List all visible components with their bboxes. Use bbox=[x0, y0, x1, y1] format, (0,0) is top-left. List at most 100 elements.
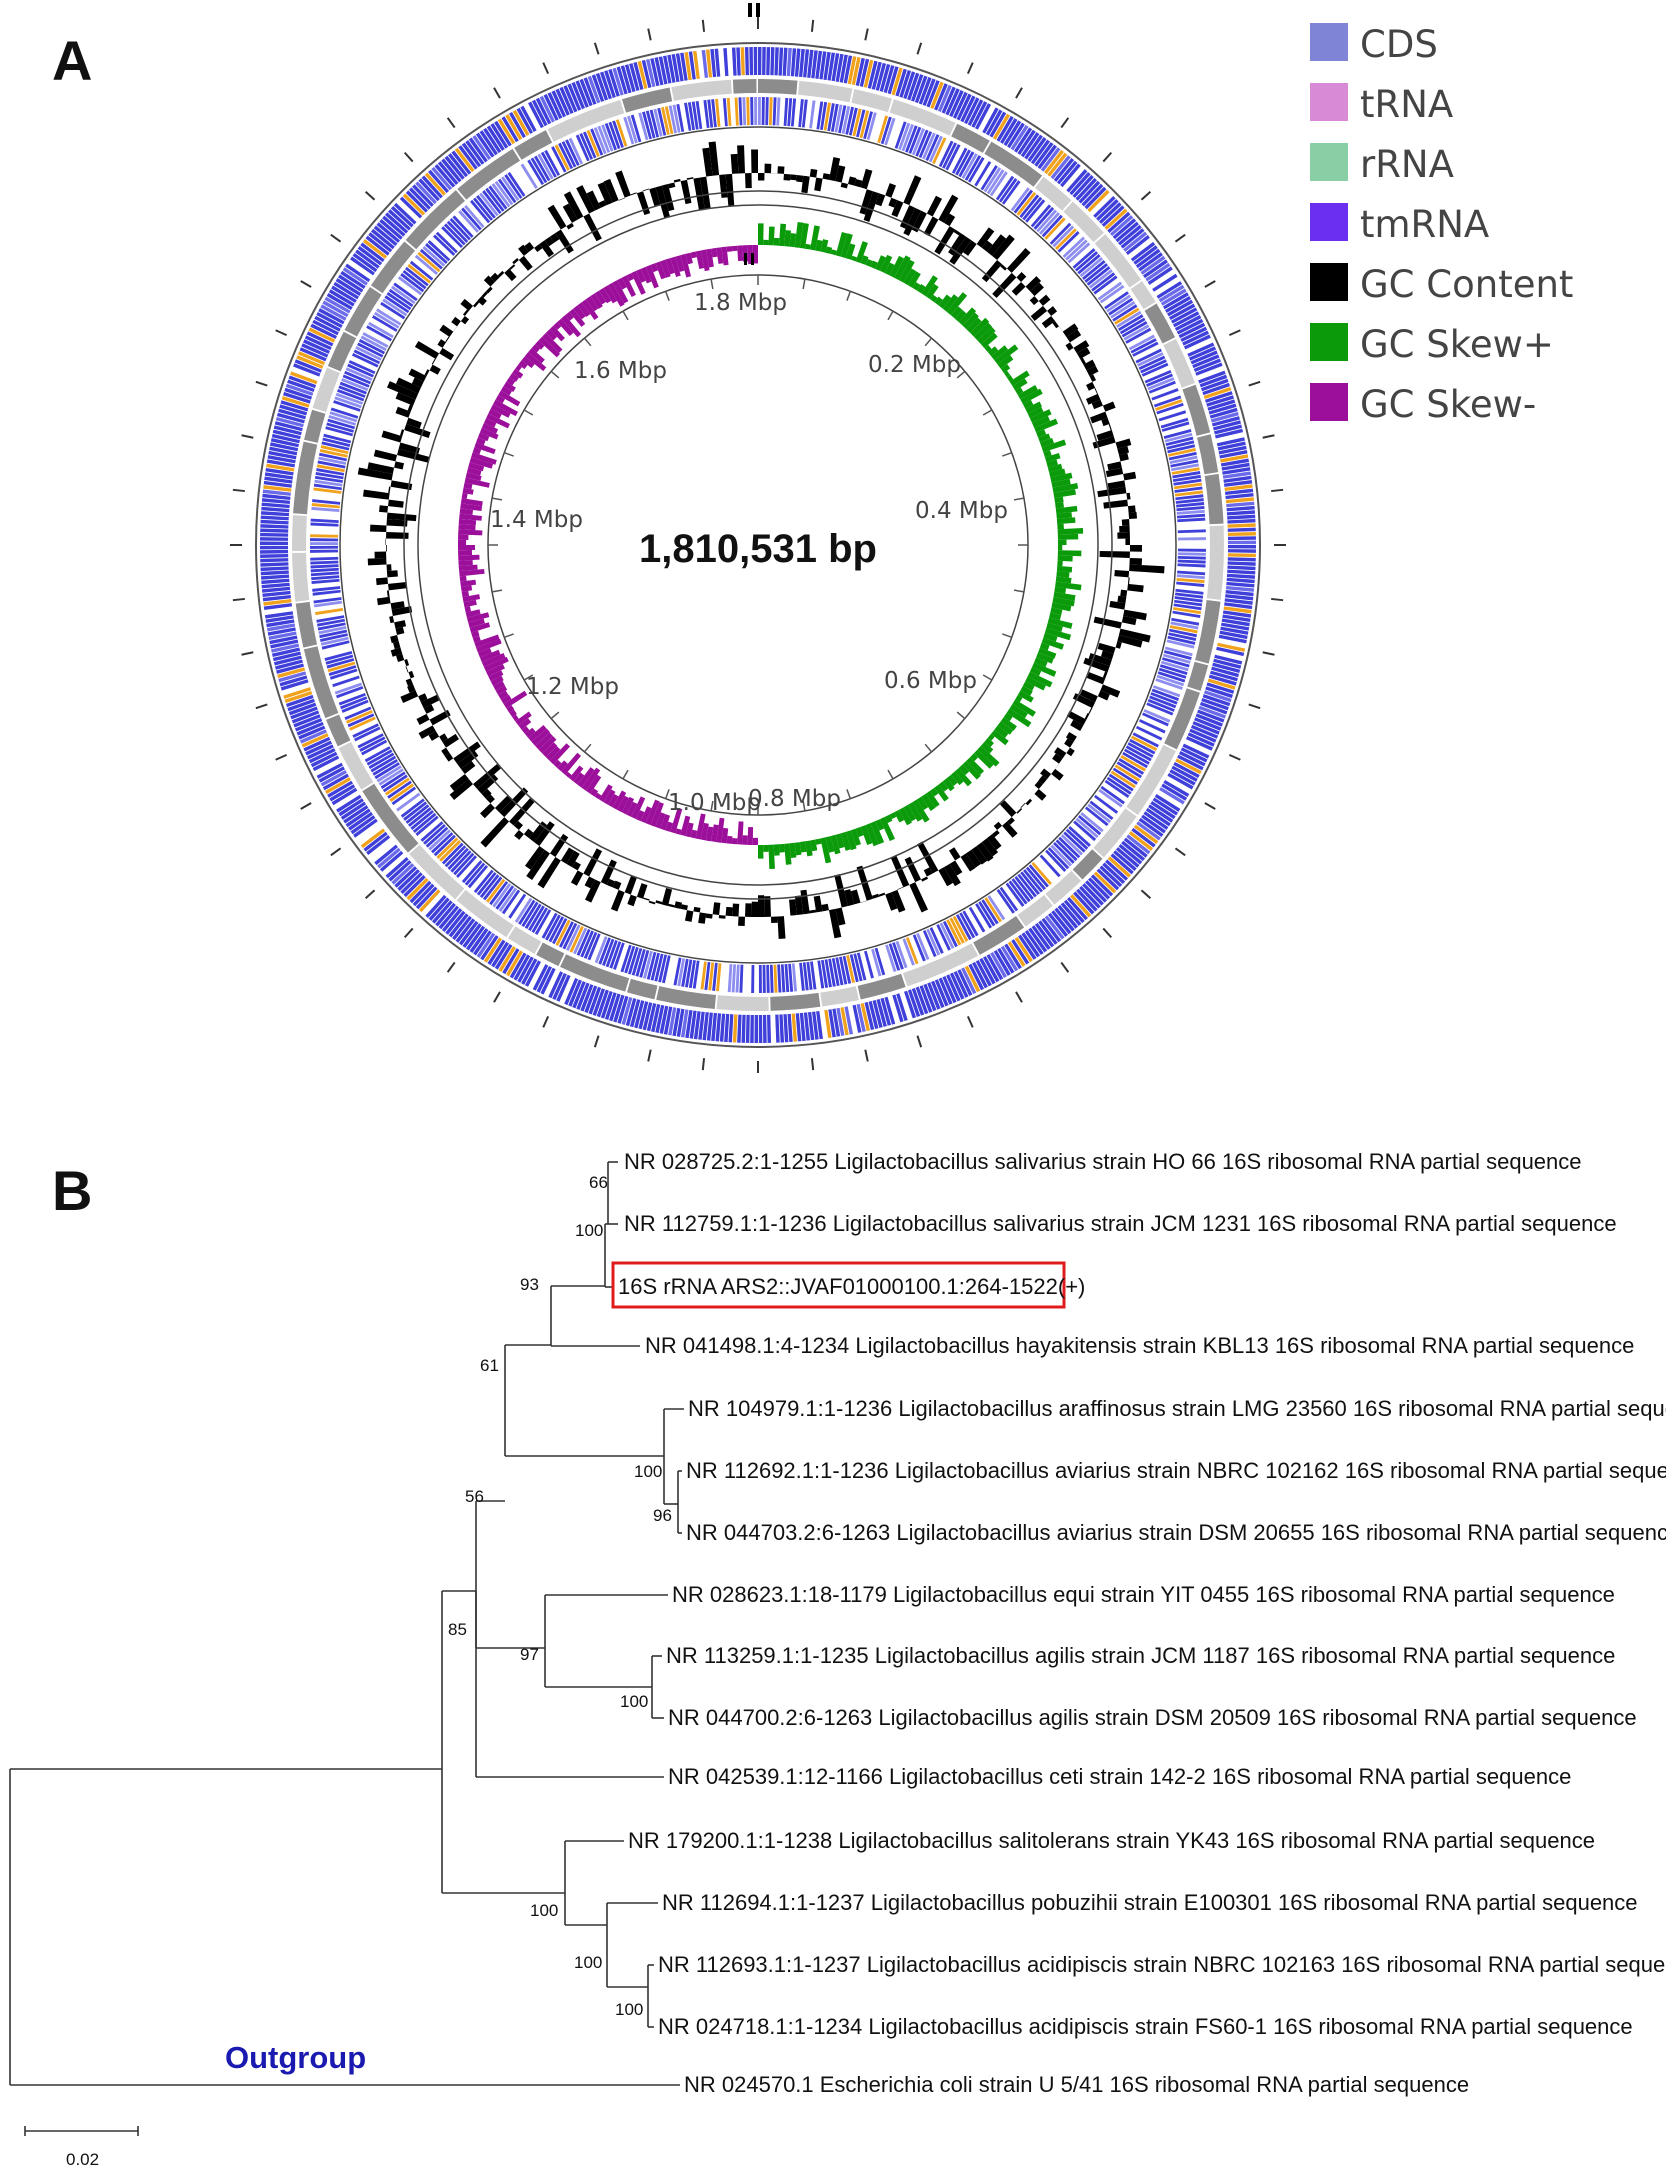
gc-content-bar bbox=[429, 364, 441, 375]
cds-feature bbox=[1002, 884, 1022, 910]
cds-feature bbox=[1160, 417, 1189, 429]
cds-feature bbox=[668, 1007, 677, 1036]
cds-feature bbox=[811, 50, 818, 79]
cds-feature bbox=[1153, 395, 1182, 408]
cds-feature bbox=[461, 860, 483, 884]
gc-content-bar bbox=[525, 845, 545, 870]
legend-swatch-trna bbox=[1310, 83, 1348, 121]
gc-content-bar bbox=[395, 406, 411, 418]
gc-skew-bar bbox=[925, 790, 940, 808]
gc-skew-bar bbox=[594, 792, 602, 800]
gc-content-bar bbox=[751, 901, 758, 917]
cds-feature bbox=[587, 75, 601, 104]
cds-feature bbox=[1210, 670, 1238, 682]
cds-feature bbox=[1211, 666, 1240, 678]
cds-feature bbox=[1206, 682, 1235, 694]
gc-skew-bar bbox=[557, 318, 574, 336]
cds-feature bbox=[688, 959, 696, 989]
gc-content-bar bbox=[949, 860, 963, 876]
bootstrap-value: 56 bbox=[465, 1487, 484, 1506]
cds-feature bbox=[788, 963, 794, 992]
gc-content-bar bbox=[822, 173, 831, 180]
gc-content-bar bbox=[732, 903, 740, 917]
cds-feature bbox=[390, 206, 414, 228]
cds-feature bbox=[368, 321, 394, 339]
cds-feature bbox=[1102, 288, 1127, 307]
cds-feature bbox=[851, 56, 861, 86]
cds-feature bbox=[779, 1014, 785, 1043]
gc-content-bar bbox=[783, 915, 791, 917]
cds-feature bbox=[801, 99, 808, 128]
gc-content-bar bbox=[1123, 471, 1137, 481]
gc-content-bar bbox=[668, 182, 676, 189]
cds-feature bbox=[1174, 596, 1203, 603]
cds-feature bbox=[1222, 610, 1252, 618]
gc-content-bar bbox=[624, 875, 638, 895]
gc-skew-bar bbox=[1057, 560, 1063, 567]
gc-content-bar bbox=[1088, 707, 1093, 714]
cds-feature bbox=[1209, 407, 1238, 419]
cds-feature bbox=[1060, 233, 1083, 256]
gc-skew-bar bbox=[711, 824, 719, 843]
gc-content-bar bbox=[414, 340, 440, 359]
outer-tick bbox=[1204, 280, 1216, 288]
cds-feature bbox=[267, 455, 296, 464]
cds-feature bbox=[619, 118, 631, 146]
cds-feature bbox=[318, 766, 345, 783]
cds-feature bbox=[1226, 573, 1256, 579]
gc-skew-bar bbox=[1027, 406, 1044, 419]
gc-skew-bar bbox=[1015, 695, 1023, 703]
cds-feature bbox=[1227, 553, 1256, 558]
cds-feature bbox=[1141, 814, 1166, 834]
cds-feature bbox=[900, 991, 912, 1020]
contig-segment bbox=[889, 99, 956, 136]
gc-content-bar bbox=[1052, 753, 1063, 764]
cds-feature bbox=[1050, 155, 1071, 180]
cds-feature bbox=[357, 342, 384, 358]
cds-feature bbox=[260, 528, 289, 533]
cds-feature bbox=[1011, 939, 1030, 965]
gc-skew-bar bbox=[612, 280, 629, 304]
gc-skew-bar bbox=[934, 784, 949, 802]
cds-feature bbox=[1143, 811, 1169, 830]
cds-feature bbox=[318, 308, 345, 325]
gc-content-bar bbox=[1062, 323, 1079, 337]
bootstrap-value: 100 bbox=[574, 1953, 602, 1972]
cds-feature bbox=[860, 1002, 871, 1032]
gc-skew-bar bbox=[889, 812, 897, 820]
cds-feature bbox=[497, 118, 516, 145]
cds-feature bbox=[433, 834, 456, 857]
gc-content-bar bbox=[439, 733, 448, 743]
leaf-label: NR 112693.1:1-1237 Ligilactobacillus aci… bbox=[658, 1952, 1666, 1977]
outer-tick bbox=[966, 1015, 974, 1028]
cds-feature bbox=[1183, 334, 1211, 350]
cds-feature bbox=[776, 97, 781, 126]
cds-feature bbox=[1031, 861, 1052, 886]
gc-content-bar bbox=[572, 861, 581, 871]
cds-feature bbox=[983, 167, 1002, 193]
cds-feature bbox=[692, 960, 700, 989]
cds-feature bbox=[1226, 510, 1256, 516]
cds-feature bbox=[616, 66, 628, 95]
gc-skew-bar bbox=[471, 452, 497, 465]
cds-feature bbox=[927, 982, 941, 1010]
cds-feature bbox=[319, 448, 348, 458]
cds-feature bbox=[601, 124, 614, 152]
cds-feature bbox=[894, 121, 907, 149]
cds-feature bbox=[612, 120, 624, 148]
cds-feature bbox=[1173, 762, 1200, 779]
gc-skew-bar bbox=[621, 275, 636, 297]
gc-skew-bar bbox=[789, 842, 797, 859]
gc-skew-bar bbox=[1017, 384, 1038, 400]
cds-feature bbox=[272, 651, 301, 662]
cds-feature bbox=[933, 925, 948, 953]
cds-feature bbox=[671, 53, 680, 83]
gc-skew-bar bbox=[549, 325, 565, 342]
cds-feature bbox=[1161, 657, 1190, 668]
inner-tick bbox=[664, 789, 670, 799]
cds-feature bbox=[887, 118, 900, 147]
cds-feature bbox=[870, 113, 881, 142]
cds-feature bbox=[1017, 129, 1036, 155]
contig-segment bbox=[984, 141, 1043, 187]
cds-feature bbox=[971, 905, 989, 931]
